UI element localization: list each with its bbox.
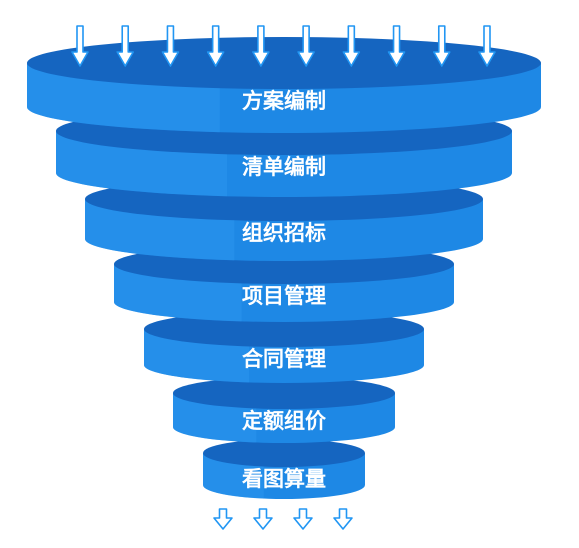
down-arrow-icon bbox=[432, 25, 451, 67]
down-arrow-icon bbox=[161, 25, 180, 67]
stage-label: 方案编制 bbox=[242, 89, 326, 113]
stage-label: 组织招标 bbox=[242, 221, 326, 245]
down-arrow-icon bbox=[297, 25, 315, 67]
output-arrows bbox=[213, 508, 353, 530]
down-arrow-icon bbox=[333, 508, 353, 530]
stage-top bbox=[203, 439, 365, 467]
down-arrow-icon bbox=[206, 25, 225, 67]
funnel-stage: 看图算量 bbox=[202, 439, 365, 499]
stage-label: 项目管理 bbox=[242, 284, 326, 308]
stage-label: 合同管理 bbox=[242, 347, 326, 371]
down-arrow-icon bbox=[478, 25, 496, 67]
down-arrow-icon bbox=[71, 25, 89, 67]
stage-top bbox=[27, 37, 541, 89]
stage-label: 定额组价 bbox=[242, 409, 327, 433]
down-arrow-icon bbox=[253, 508, 273, 530]
down-arrow-icon bbox=[293, 508, 313, 530]
down-arrow-icon bbox=[116, 25, 135, 67]
funnel-stage: 定额组价 bbox=[172, 377, 395, 443]
stage-label: 看图算量 bbox=[242, 467, 326, 491]
funnel-stages: 看图算量 定额组价 合同管理 项目管理 组织招标 清单编制 方案编制 bbox=[26, 37, 541, 499]
input-arrows bbox=[71, 25, 496, 67]
down-arrow-icon bbox=[252, 25, 270, 67]
stage-label: 清单编制 bbox=[242, 155, 326, 179]
funnel-stage: 方案编制 bbox=[26, 37, 541, 133]
down-arrow-icon bbox=[213, 508, 233, 530]
stage-top bbox=[173, 377, 395, 409]
down-arrow-icon bbox=[387, 25, 406, 67]
down-arrow-icon bbox=[342, 25, 361, 67]
